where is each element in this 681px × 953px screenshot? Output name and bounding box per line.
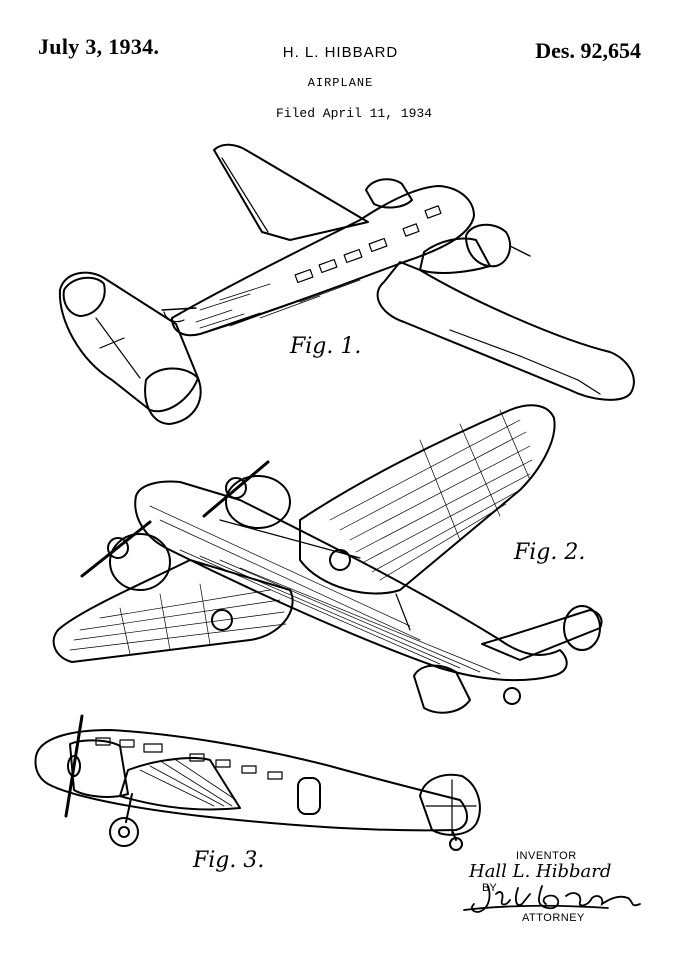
attorney-label: ATTORNEY — [522, 912, 585, 924]
patent-subject: AIRPLANE — [307, 76, 374, 90]
fig1-label: Fig. 1. — [290, 334, 362, 359]
inventor-header: H. L. HIBBARD — [282, 44, 399, 61]
inventor-label: INVENTOR — [516, 850, 577, 862]
filed-date: Filed April 11, 1934 — [275, 106, 433, 121]
patent-number: Des. 92,654 — [535, 38, 641, 63]
inventor-name: Hall L. Hibbard — [469, 861, 612, 882]
fig3-label: Fig. 3. — [193, 848, 265, 873]
patent-date: July 3, 1934. — [38, 34, 160, 59]
attorney-signature — [463, 885, 641, 913]
fig2-label: Fig. 2. — [514, 540, 586, 565]
